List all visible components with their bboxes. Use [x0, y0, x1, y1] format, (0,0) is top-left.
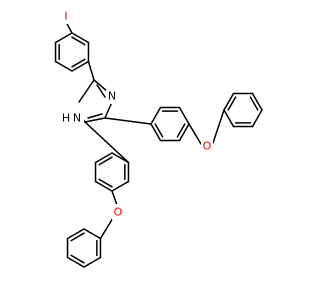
phenoxyphenyl-bottom-ring-double-bond: [98, 178, 113, 188]
bond-layer: [54, 21, 263, 268]
aryl-oxygen-bond: [188, 123, 202, 145]
phenoxyphenyl-right-ring-double-bond: [176, 123, 186, 138]
phenoxy-right-ring-double-bond: [227, 96, 237, 111]
phenoxy-bottom-ring-bond: [83, 256, 102, 268]
phenoxy-right-ring-bond: [251, 109, 263, 128]
atom-label-nh-h: H: [62, 112, 70, 125]
phenoxyphenyl-right-ring-bond: [150, 123, 162, 142]
iodophenyl-ring-bond: [71, 60, 90, 72]
oxygen-aryl-bond: [212, 109, 225, 144]
imidazole-bond: [93, 79, 109, 93]
oxygen-aryl-bond: [99, 217, 114, 240]
phenoxy-right-ring-double-bond: [249, 96, 259, 111]
ring-link-bond: [84, 121, 130, 164]
phenoxyphenyl-bottom-ring-bond: [111, 180, 130, 192]
phenoxyphenyl-bottom-ring-double-bond: [98, 156, 113, 166]
phenoxy-bottom-ring-bond: [66, 256, 85, 268]
imidazole-bond: [78, 79, 95, 103]
nitrogen-label-bg: [106, 88, 118, 104]
atom-label-oxygen-right: O: [203, 140, 212, 153]
atom-label-oxygen-bottom: O: [114, 206, 123, 219]
phenoxyphenyl-right-ring-bond: [150, 106, 162, 125]
atom-label-nitrogen: N: [108, 90, 116, 103]
phenoxyphenyl-bottom-ring-bond: [94, 180, 113, 192]
phenoxy-bottom-ring-double-bond: [70, 232, 85, 242]
phenoxy-right-ring-bond: [251, 92, 263, 111]
atom-label-nh-n: N: [73, 112, 81, 125]
iodine-label-bg: [60, 8, 72, 24]
nh-label-bg: [60, 110, 84, 126]
phenoxy-right-ring-bond: [223, 109, 235, 128]
imidazole-bond: [104, 101, 113, 119]
atom-label-layer: I N H N O O: [60, 8, 213, 220]
atom-label-iodine: I: [64, 10, 67, 23]
oxygen-right-label-bg: [201, 138, 213, 154]
imidazole-double-bond: [96, 84, 106, 98]
phenoxy-bottom-ring-double-bond: [70, 254, 85, 264]
imidazole-bond: [84, 117, 106, 123]
iodophenyl-ring-bond: [71, 32, 90, 44]
ring-link-bond: [104, 117, 152, 125]
ring-link-bond: [87, 60, 95, 81]
phenoxyphenyl-right-ring-bond: [178, 123, 190, 142]
phenoxyphenyl-right-ring-double-bond: [154, 123, 164, 138]
imidazole-double-bond: [87, 113, 103, 119]
iodophenyl-ring-double-bond: [71, 58, 86, 68]
phenoxy-bottom-ring-bond: [83, 228, 102, 240]
molecule-structure: I N H N O O: [54, 8, 263, 268]
phenoxy-bottom-ring-bond: [66, 228, 85, 240]
phenoxyphenyl-right-ring-bond: [178, 106, 190, 125]
iodophenyl-ring-bond: [54, 32, 73, 44]
iodophenyl-ring-bond: [54, 60, 73, 72]
iodophenyl-ring-double-bond: [71, 36, 86, 46]
phenoxyphenyl-bottom-ring-bond: [94, 152, 113, 164]
oxygen-bottom-label-bg: [112, 204, 124, 220]
aryl-oxygen-bond: [111, 190, 118, 206]
phenoxy-right-ring-bond: [223, 92, 235, 111]
